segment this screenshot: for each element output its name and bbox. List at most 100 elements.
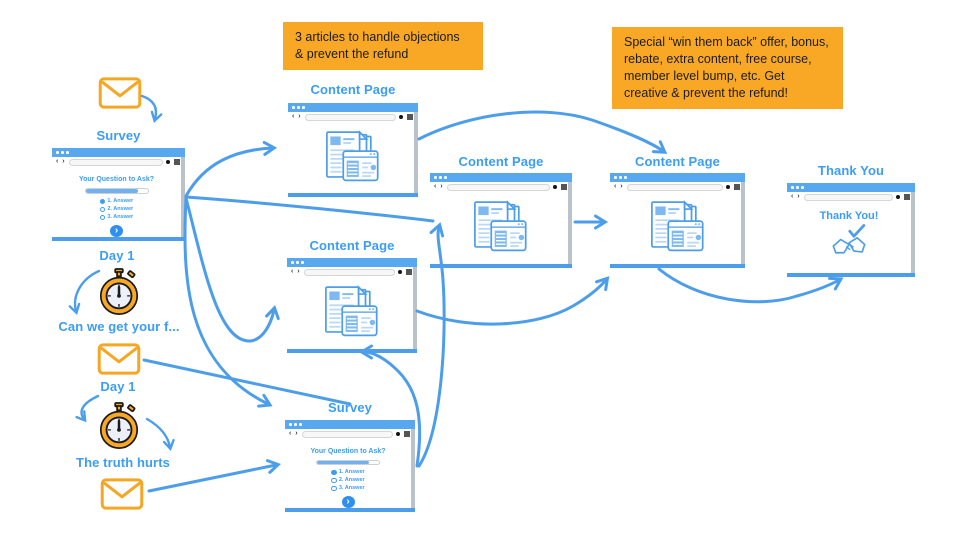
content3-title: Content Page: [309, 238, 395, 253]
radio-icon[interactable]: [99, 206, 106, 213]
arrow-content1-to-content4: [417, 110, 668, 154]
window-dot-icon: [624, 176, 627, 179]
window-dot-icon: [301, 261, 304, 264]
answer-label: 2. Answer: [107, 206, 134, 213]
address-bar[interactable]: [301, 430, 393, 438]
window-dot-icon: [291, 261, 294, 264]
window-dot-icon: [444, 176, 447, 179]
browser-window-content-2: ‹ ›: [430, 173, 572, 268]
articles-illustration: [474, 200, 527, 252]
back-forward-icons[interactable]: ‹ ›: [289, 430, 299, 437]
record-icon[interactable]: [895, 194, 900, 200]
window-bottom-bar: [787, 273, 915, 277]
window-dot-icon: [66, 151, 69, 154]
radio-icon[interactable]: [331, 477, 337, 484]
survey-progress-bar: [84, 188, 149, 195]
survey-answer-option-1[interactable]: 1. Answer: [331, 469, 365, 476]
browser-window-content-1: ‹ ›: [288, 103, 418, 197]
survey-answer-option-2[interactable]: 2. Answer: [331, 477, 365, 484]
content2-title: Content Page: [458, 154, 544, 169]
content-page: [288, 122, 414, 193]
timer-icon-2: [96, 402, 142, 457]
address-bar[interactable]: [626, 183, 723, 191]
radio-selected-icon[interactable]: [331, 469, 337, 476]
survey-answer-option-2[interactable]: 2. Answer: [99, 206, 134, 213]
address-bar[interactable]: [303, 268, 395, 276]
radio-icon[interactable]: [331, 485, 337, 492]
content-page: [610, 192, 741, 264]
menu-icon[interactable]: [406, 271, 412, 273]
record-icon[interactable]: [165, 159, 170, 165]
window-titlebar: [287, 258, 417, 267]
envelope-icon: [97, 343, 141, 375]
browser-window-content-4: ‹ ›: [610, 173, 745, 268]
survey2-title: Survey: [328, 400, 372, 415]
menu-icon[interactable]: [904, 196, 910, 198]
survey-answer-option-3[interactable]: 3. Answer: [331, 485, 365, 492]
back-forward-icons[interactable]: ‹ ›: [292, 113, 302, 120]
address-bar[interactable]: [803, 193, 893, 201]
answer-label: 2. Answer: [338, 477, 365, 484]
address-bar[interactable]: [446, 183, 550, 191]
callout-objections: 3 articles to handle objections & preven…: [283, 22, 483, 70]
window-dot-icon: [61, 151, 64, 154]
answer-label: 1. Answer: [338, 469, 365, 476]
radio-selected-icon[interactable]: [99, 198, 106, 205]
window-side-shadow: [741, 182, 745, 268]
window-titlebar: [285, 420, 415, 429]
survey-progress-fill: [85, 189, 138, 194]
address-bar[interactable]: [304, 113, 396, 121]
window-dot-icon: [292, 106, 295, 109]
back-forward-icons[interactable]: ‹ ›: [291, 268, 301, 275]
email-icon-2: [97, 343, 141, 380]
window-side-shadow: [911, 192, 915, 277]
window-titlebar: [288, 103, 418, 112]
menu-icon[interactable]: [404, 433, 410, 435]
back-forward-icons[interactable]: ‹ ›: [56, 158, 66, 165]
window-dot-icon: [791, 186, 794, 189]
articles-illustration: [325, 285, 378, 337]
address-bar[interactable]: [68, 158, 163, 166]
window-dot-icon: [299, 423, 302, 426]
arrow-survey1-to-survey2: [183, 196, 273, 408]
window-dot-icon: [619, 176, 622, 179]
survey-next-button[interactable]: ›: [110, 225, 123, 237]
back-forward-icons[interactable]: ‹ ›: [614, 183, 624, 190]
delay-label-day1-b: Day 1: [100, 379, 136, 394]
thankyou-message: Thank You!: [819, 210, 879, 222]
envelope-icon: [98, 77, 142, 109]
thankyou-page: Thank You!: [787, 202, 911, 273]
record-icon[interactable]: [395, 431, 400, 437]
thankyou-title: Thank You: [817, 163, 885, 178]
arrow-timer2-to-email3: [145, 417, 175, 452]
back-forward-icons[interactable]: ‹ ›: [791, 193, 801, 200]
browser-window-survey-2: ‹ › Your Question to Ask? 1. Answer 2. A…: [285, 420, 415, 512]
menu-icon[interactable]: [407, 116, 413, 118]
back-forward-icons[interactable]: ‹ ›: [434, 183, 444, 190]
survey-answer-list: 1. Answer 2. Answer 3. Answer: [99, 198, 134, 221]
window-side-shadow: [181, 157, 185, 241]
chevron-right-icon: ›: [114, 225, 119, 236]
menu-icon[interactable]: [174, 161, 180, 163]
window-dot-icon: [289, 423, 292, 426]
survey-answer-option-1[interactable]: 1. Answer: [99, 198, 133, 205]
menu-icon[interactable]: [734, 186, 740, 188]
record-icon[interactable]: [397, 269, 402, 275]
survey-next-button[interactable]: ›: [341, 496, 355, 508]
window-titlebar: [52, 148, 185, 157]
menu-icon[interactable]: [561, 186, 567, 188]
content4-title: Content Page: [635, 154, 720, 169]
record-icon[interactable]: [552, 184, 557, 190]
window-bottom-bar: [287, 349, 417, 353]
survey-answer-option-3[interactable]: 3. Answer: [99, 214, 133, 221]
record-icon[interactable]: [398, 114, 403, 120]
browser-window-content-3: ‹ ›: [287, 258, 417, 353]
radio-icon[interactable]: [99, 214, 106, 221]
chevron-right-icon: ›: [346, 496, 350, 507]
window-dot-icon: [294, 423, 297, 426]
record-icon[interactable]: [725, 184, 730, 190]
survey-question: Your Question to Ask?: [78, 176, 155, 183]
arrow-email1-to-survey1: [140, 94, 163, 123]
window-bottom-bar: [288, 193, 418, 197]
